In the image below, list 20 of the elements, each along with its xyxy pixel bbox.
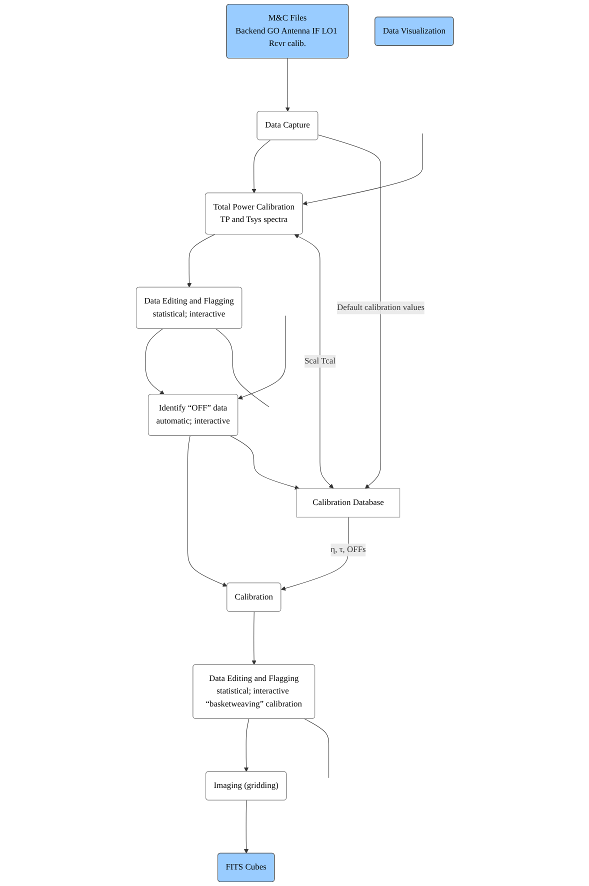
arrow <box>294 234 334 489</box>
arrow <box>280 516 348 591</box>
edge-label: η, τ, OFFs <box>330 545 366 554</box>
arrow <box>251 612 256 665</box>
arrow <box>230 436 300 490</box>
connector <box>215 328 269 408</box>
arrow <box>284 58 290 112</box>
arrow <box>244 718 249 772</box>
arrow <box>302 133 422 206</box>
arrow <box>318 134 381 489</box>
connector <box>304 718 329 778</box>
node-box: Calibration Database <box>296 488 400 518</box>
arrow <box>238 316 286 400</box>
edge-label: Default calibration values <box>336 303 424 312</box>
arrow <box>244 800 248 854</box>
arrow <box>144 328 164 395</box>
arrow <box>251 140 270 194</box>
arrow <box>186 234 215 288</box>
edge-label: Scal Tcal <box>304 356 336 366</box>
arrow <box>187 436 227 587</box>
